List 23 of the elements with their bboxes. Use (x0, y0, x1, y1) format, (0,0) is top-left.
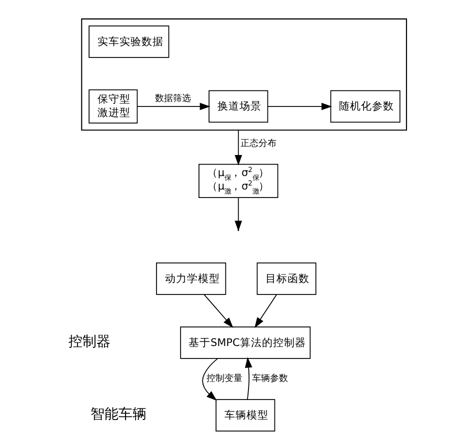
label: 控制器 (68, 334, 110, 350)
node-box: 换道场景 (208, 90, 268, 123)
edge-label: 控制变量 (206, 374, 242, 384)
node-box: 随机化参数 (330, 90, 400, 123)
node-box: 目标函数 (256, 262, 316, 295)
edge-label: 数据筛选 (154, 94, 191, 104)
arrow (234, 130, 242, 166)
node-box: 基于SMPC算法的控制器 (180, 326, 310, 359)
node-box: 车辆模型 (215, 399, 275, 432)
arrow (202, 358, 218, 401)
edge-label: 车辆参数 (251, 374, 288, 384)
arrow (244, 357, 252, 400)
edge-label: 正态分布 (240, 138, 276, 149)
cluster (80, 18, 407, 131)
arrow (266, 102, 332, 110)
node-box: 保守型 激进型 (88, 89, 138, 124)
label: 智能车辆 (90, 406, 146, 423)
node-box: 实车实验数据 (88, 25, 169, 58)
node-box: 动力学模型 (156, 262, 226, 295)
arrow (136, 102, 210, 110)
node-box: （μ$_{保}$，σ$^{2}$$_{保}$） （μ$_{激}$，σ$^{2}$$_{激}$） (198, 164, 278, 198)
arrow (203, 294, 233, 328)
arrow (254, 294, 276, 328)
